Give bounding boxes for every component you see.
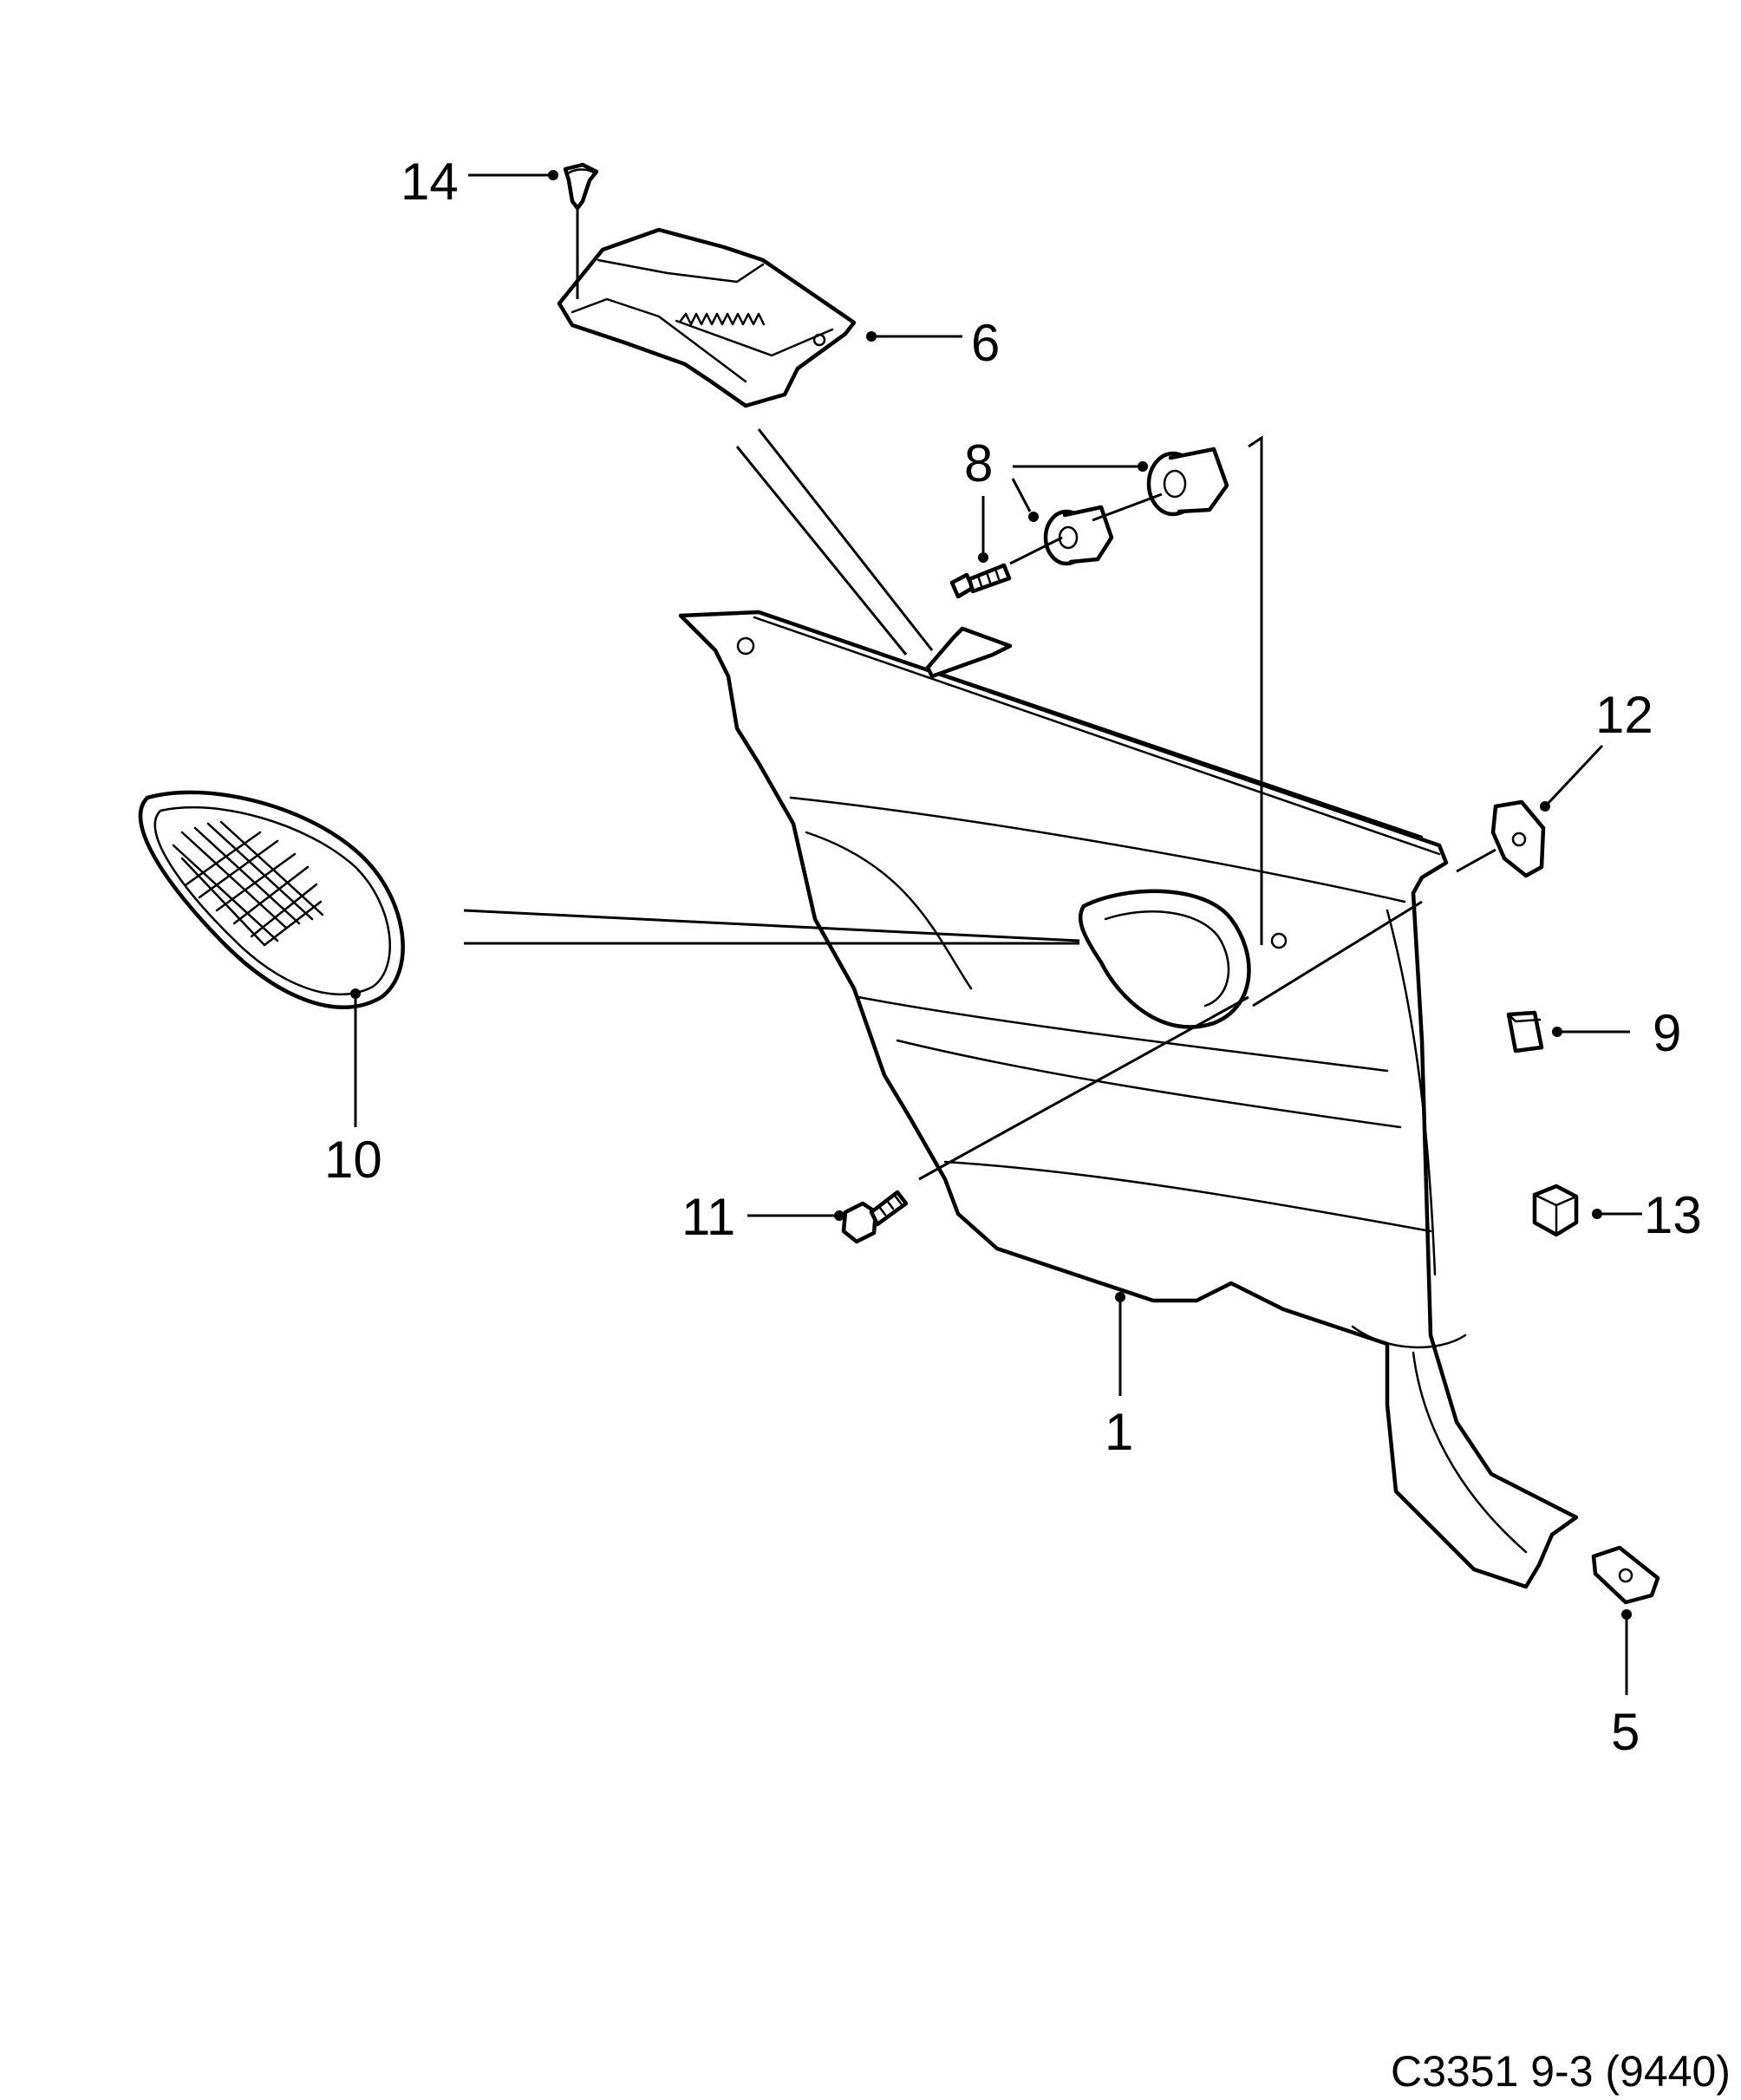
callout-8: 8 bbox=[964, 434, 993, 492]
clip-part-13 bbox=[1532, 1184, 1579, 1237]
trim-panel-part-1 bbox=[678, 610, 1579, 1589]
callout-12: 12 bbox=[1595, 686, 1653, 744]
callout-6: 6 bbox=[971, 314, 1000, 372]
screw-part-8 bbox=[949, 563, 1012, 599]
callout-5: 5 bbox=[1611, 1703, 1640, 1761]
clip-part-12 bbox=[1490, 799, 1546, 878]
callout-13: 13 bbox=[1644, 1186, 1702, 1244]
push-clip-part-14 bbox=[563, 162, 599, 211]
callout-1: 1 bbox=[1105, 1403, 1133, 1461]
clip-part-9 bbox=[1506, 1010, 1544, 1053]
callout-10: 10 bbox=[324, 1131, 382, 1189]
grommet-part-8-lower bbox=[1043, 505, 1114, 566]
speaker-grille-part-10 bbox=[138, 790, 405, 1010]
diagram-reference-code: C3351 9-3 (9440) bbox=[1391, 2047, 1731, 2096]
callout-9: 9 bbox=[1653, 1004, 1681, 1062]
grommet-part-8-upper bbox=[1146, 447, 1229, 517]
assembly-lines bbox=[463, 210, 1496, 1181]
clip-part-5 bbox=[1591, 1545, 1660, 1605]
leader-lines bbox=[350, 170, 1642, 1695]
callout-labels: 14 6 8 12 9 13 10 11 1 5 bbox=[324, 153, 1702, 1761]
bolt-part-11 bbox=[841, 1190, 909, 1244]
callout-11: 11 bbox=[681, 1188, 735, 1246]
bracket-part-6 bbox=[557, 227, 857, 408]
callout-14: 14 bbox=[401, 153, 459, 211]
